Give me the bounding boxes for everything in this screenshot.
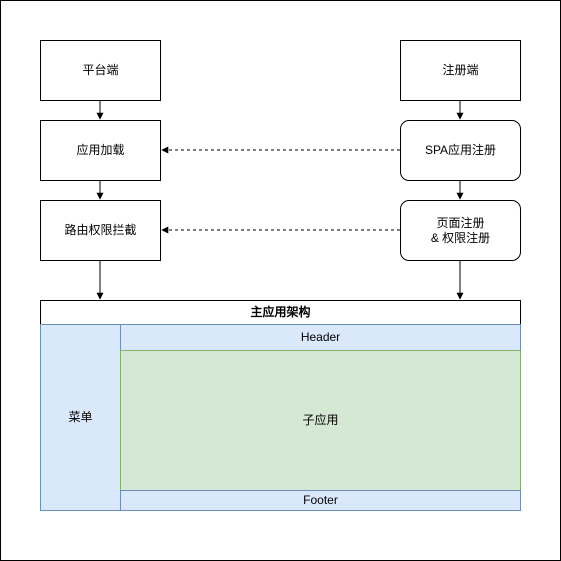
menu-panel: 菜单 [40,324,121,511]
app-loading-label: 应用加载 [76,143,125,157]
main-framework-label: 主应用架构 [250,305,311,319]
route-intercept-label: 路由权限拦截 [64,223,137,237]
platform-label: 平台端 [82,63,119,77]
footer-label: Footer [303,493,338,507]
registry-label: 注册端 [442,63,479,77]
platform-node: 平台端 [40,40,161,101]
header-label: Header [300,330,341,344]
sub-app-area: 子应用 [120,350,521,491]
menu-label: 菜单 [68,410,93,424]
sub-app-label: 子应用 [302,413,339,427]
spa-register-label: SPA应用注册 [424,143,497,157]
main-framework-title: 主应用架构 [40,300,521,325]
page-register-label-line2: & 权限注册 [430,230,491,245]
registry-node: 注册端 [400,40,521,101]
route-intercept-node: 路由权限拦截 [40,200,161,261]
page-register-node: 页面注册 & 权限注册 [400,200,521,261]
header-bar: Header [120,324,521,351]
spa-register-node: SPA应用注册 [400,120,521,181]
page-register-label-line1: 页面注册 [436,215,485,230]
app-loading-node: 应用加载 [40,120,161,181]
footer-bar: Footer [120,490,521,511]
